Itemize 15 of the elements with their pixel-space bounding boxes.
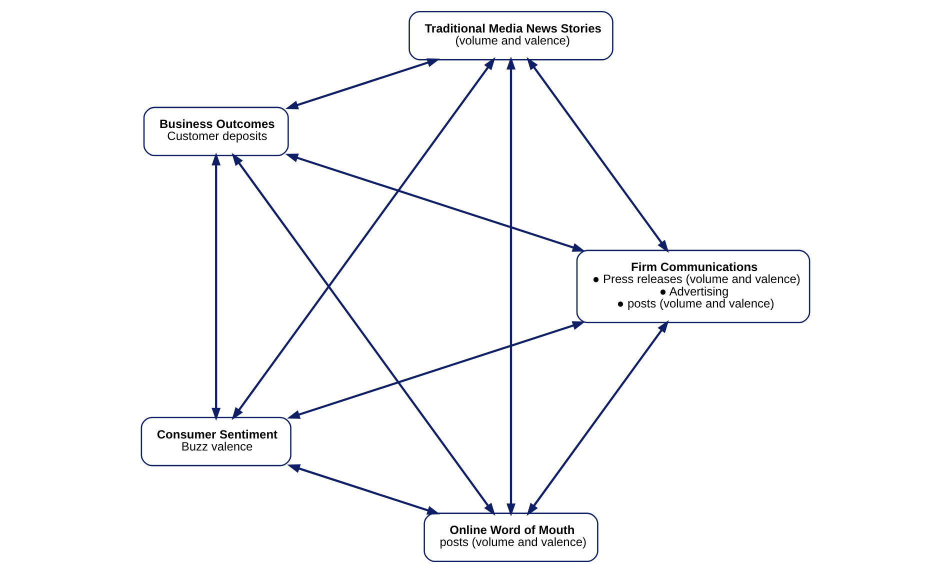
arrow <box>232 57 496 420</box>
arrow <box>212 152 221 421</box>
node-box: Business Outcomes Customer deposits <box>143 106 289 156</box>
node-box: Traditional Media News Stories (volume and valence) <box>408 10 614 60</box>
arrow <box>506 56 516 516</box>
node-box: Online Word of Mouth posts (volume and valence) <box>424 512 598 562</box>
arrow <box>287 321 586 419</box>
arrow <box>526 57 669 253</box>
arrow <box>526 320 669 516</box>
arrow <box>285 154 586 252</box>
node-box: Firm Communications ● Press releases (volume and valence) ● Advertising ● posts (volume and valence) <box>576 250 810 324</box>
arrow <box>287 464 440 515</box>
arrow <box>232 152 496 516</box>
arrow <box>285 58 440 110</box>
node-box: Consumer Sentiment Buzz valence <box>140 416 292 466</box>
